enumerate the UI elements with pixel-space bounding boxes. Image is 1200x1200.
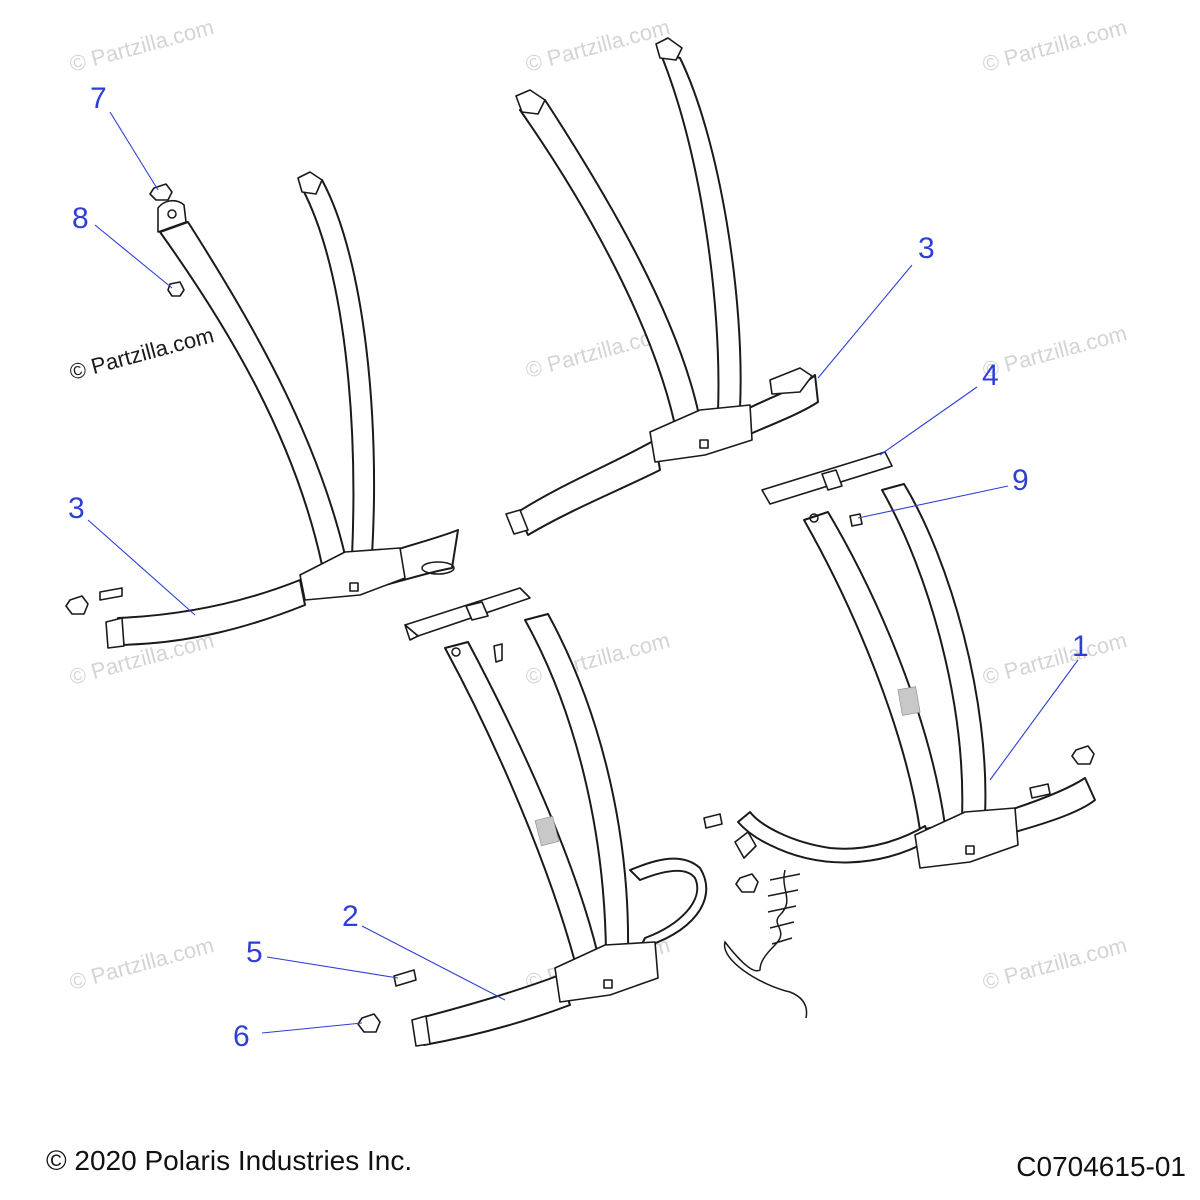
buckle-button [699, 439, 709, 449]
screw [493, 643, 503, 663]
harness-right [703, 451, 1096, 1019]
watermark: © Partzilla.com [980, 627, 1130, 690]
strap-anchor [515, 89, 546, 115]
buckle-button [603, 979, 613, 989]
watermark: © Partzilla.com [67, 14, 217, 77]
buckle-button [349, 582, 359, 592]
buckle [914, 807, 1019, 869]
callout-2: 2 [342, 900, 359, 933]
harness-bottom-center [357, 587, 708, 1047]
wire-coil [767, 873, 801, 945]
callout-labels: 1 2 3 3 4 5 6 7 8 9 [68, 82, 1089, 1053]
lap-belt-end [505, 509, 529, 535]
flange-nut [1071, 745, 1095, 765]
lap-belt-left [737, 811, 931, 864]
strap-end-tab [157, 199, 187, 233]
buckle [554, 941, 659, 1003]
leader-3a [817, 264, 913, 379]
callout-3a: 3 [918, 232, 935, 265]
bolt [1029, 783, 1051, 799]
callout-6: 6 [233, 1020, 250, 1053]
strap-hole [167, 209, 177, 219]
callout-8: 8 [72, 202, 89, 235]
nut-8 [167, 281, 185, 297]
flange-nut [735, 873, 759, 893]
strap-label [897, 686, 921, 716]
watermark: © Partzilla.com [980, 14, 1130, 77]
belt-loop [421, 561, 455, 575]
callout-9: 9 [1012, 464, 1029, 497]
leader-6 [261, 1022, 363, 1034]
part-code: C0704615-01 [1016, 1151, 1186, 1182]
watermark: © Partzilla.com [980, 320, 1130, 383]
flange-nut [65, 595, 89, 615]
strap-anchor [297, 171, 323, 195]
callout-5: 5 [246, 936, 263, 969]
strap-anchor [655, 37, 683, 61]
harness-top-left [65, 171, 459, 649]
shoulder-strap-left [519, 99, 701, 431]
buckle [299, 547, 406, 601]
strap-label [534, 815, 560, 847]
sensor-wire [724, 869, 808, 1019]
screw-9 [849, 513, 863, 527]
leader-8 [94, 224, 173, 289]
callout-4: 4 [982, 359, 999, 392]
buckle [649, 404, 753, 463]
nut-7 [149, 183, 173, 201]
strap-hole [809, 513, 819, 523]
callout-3b: 3 [68, 492, 85, 525]
mounting-bracket [404, 587, 531, 637]
leader-4 [879, 386, 978, 456]
belt-end-tab [769, 367, 813, 395]
strap-hole [451, 647, 461, 657]
leader-9 [857, 485, 1009, 519]
bolt [703, 813, 723, 829]
bolt [99, 587, 123, 601]
bracket-clip [821, 469, 843, 491]
lap-belt-left [517, 439, 661, 536]
lap-belt-loop [629, 857, 708, 949]
leader-1 [989, 659, 1079, 781]
leader-7 [109, 111, 159, 191]
harness-top-center [505, 37, 819, 536]
copyright-text: © 2020 Polaris Industries Inc. [46, 1145, 412, 1176]
callout-1: 1 [1072, 630, 1089, 663]
shoulder-strap-left [159, 221, 346, 566]
lap-belt-left [111, 579, 306, 646]
lap-belt-end [411, 1015, 431, 1047]
lap-belt-end [105, 617, 125, 649]
callout-7: 7 [90, 82, 107, 115]
leader-lines [87, 111, 1079, 1034]
watermark: © Partzilla.com [67, 932, 217, 995]
leader-5 [266, 956, 399, 979]
leader-3b [87, 519, 196, 616]
buckle-button [965, 845, 975, 855]
flange-nut-6 [357, 1013, 381, 1033]
bracket-tab [404, 624, 419, 641]
leader-2 [361, 925, 506, 1001]
lap-belt-end [734, 831, 757, 859]
bolt-5 [393, 969, 417, 987]
lap-belt-right [1009, 777, 1096, 833]
watermark: © Partzilla.com [523, 14, 673, 77]
watermark: © Partzilla.com [980, 932, 1130, 995]
watermark-dark: © Partzilla.com [67, 322, 217, 385]
bracket-clip [465, 601, 489, 621]
lap-belt-left [419, 974, 571, 1046]
